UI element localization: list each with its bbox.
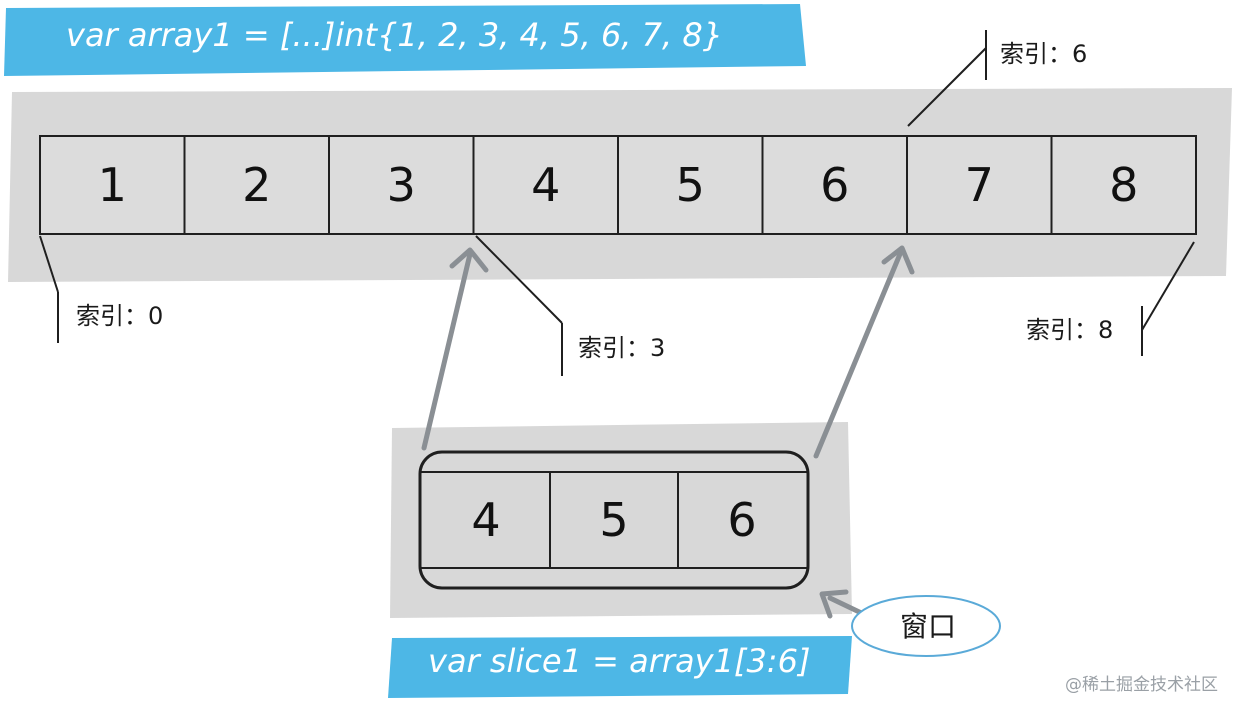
array-cell-value-6: 7 [965,158,994,212]
array-cells: 1 2 3 4 5 6 7 8 [39,135,1197,235]
index-6-leader [907,47,987,127]
array-cell-3 [472,135,619,235]
arrow-to-index-3-head [449,247,489,273]
index-6-label: 索引：6 [1000,40,1087,68]
array-cell-value-7: 8 [1109,158,1138,212]
watermark: @稀土掘金技术社区 [1065,675,1218,695]
array-cell-value-3: 4 [531,158,560,212]
pointer-arrows [421,245,915,459]
index-0-label: 索引：0 [76,302,163,330]
index-8-leader [1141,241,1195,331]
slice-window-frame [418,450,810,590]
slice-cells: 4 5 6 [420,471,808,569]
index-leaders [39,30,1195,376]
arrow-to-index-6 [813,251,903,459]
array-cell-value-0: 1 [98,158,127,212]
array-cell-value-2: 3 [387,158,416,212]
index-3-leader [475,235,563,324]
array-cell-2 [328,135,475,235]
array-banner-text: var array1 = [...]int{1, 2, 3, 4, 5, 6, … [66,16,723,54]
array-cell-value-5: 6 [820,158,849,212]
array-cell-4 [617,135,764,235]
window-label: 窗口 [900,610,956,643]
array-cell-0 [39,135,186,235]
index-0-leader [39,235,59,293]
slice-declaration-banner: var slice1 = array1[3:6] [388,636,852,698]
slice-cell-value-2: 6 [727,493,756,547]
index-8-label: 索引：8 [1026,316,1113,344]
window-label-group: 窗口 [819,589,1001,657]
window-arrow-head [819,589,849,619]
array-cell-7 [1050,135,1197,235]
slice-cell-value-0: 4 [471,493,500,547]
window-label-bubble [851,595,1001,657]
array-cell-5 [761,135,908,235]
arrow-to-index-3 [421,251,473,451]
slice-cell-value-1: 5 [599,493,628,547]
array-cell-value-4: 5 [676,158,705,212]
array-banner-background [4,4,806,76]
array-declaration-banner: var array1 = [...]int{1, 2, 3, 4, 5, 6, … [4,4,806,76]
slice-banner-background [388,636,852,698]
array-cell-value-1: 2 [242,158,271,212]
slice-banner-text: var slice1 = array1[3:6] [428,642,810,680]
arrow-to-index-6-head [881,245,915,275]
array-cell-6 [906,135,1053,235]
index-3-label: 索引：3 [578,334,665,362]
